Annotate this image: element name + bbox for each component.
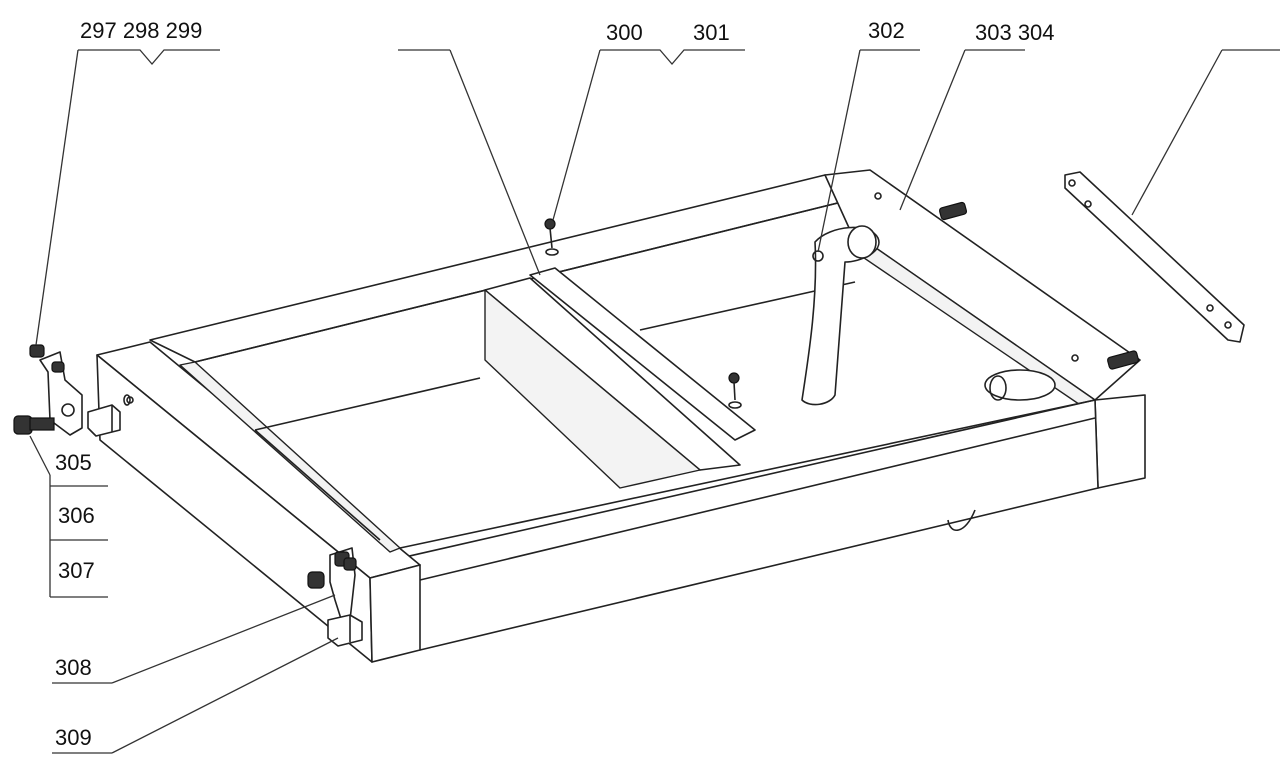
left-block: [87, 404, 121, 437]
label-305: 305: [55, 450, 92, 475]
label-300: 300: [606, 20, 643, 45]
flat-bar: [1064, 171, 1245, 343]
leader-lines: [29, 49, 1280, 754]
label-302: 302: [868, 18, 905, 43]
front-block: [327, 614, 363, 647]
stud-bottom: [1107, 350, 1139, 370]
left-bracket: [29, 344, 83, 436]
right-end-cap: [1094, 394, 1146, 489]
strip-screw-1: [544, 218, 556, 230]
roller: [984, 369, 1056, 401]
left-end-cap: [369, 564, 421, 663]
clamp-lever: [801, 225, 880, 406]
strip-screw-2: [728, 372, 740, 384]
left-bolt: [13, 415, 55, 435]
right-end-block: [824, 169, 1141, 401]
label-301: 301: [693, 20, 730, 45]
frame: [96, 169, 1146, 663]
left-washer: [123, 394, 131, 406]
clamp-strip: [529, 267, 756, 441]
label-309: 309: [55, 725, 92, 750]
center-divider-side: [484, 289, 701, 489]
stud-top: [938, 201, 968, 221]
label-303-304: 303 304: [975, 20, 1055, 45]
label-308: 308: [55, 655, 92, 680]
label-307: 307: [58, 558, 95, 583]
label-306: 306: [58, 503, 95, 528]
bottom-hook: [947, 509, 976, 531]
left-inner-rail: [179, 361, 401, 553]
label-297-298-299: 297 298 299: [80, 18, 202, 43]
